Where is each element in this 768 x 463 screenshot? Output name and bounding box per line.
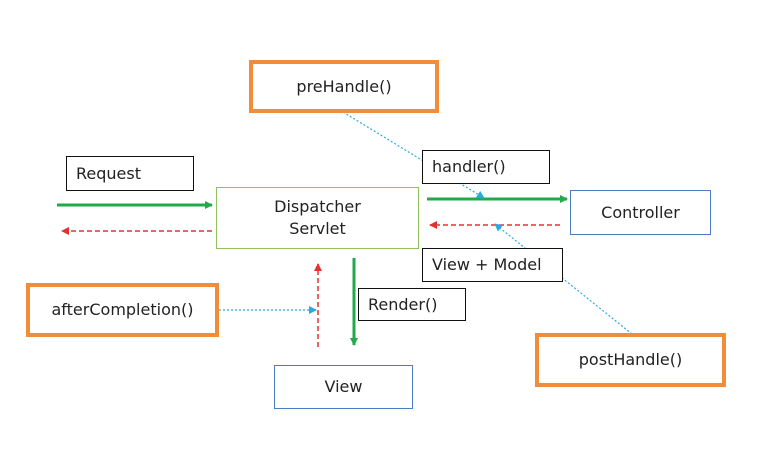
posthandle-box: postHandle() bbox=[535, 333, 726, 387]
aftercompletion-box: afterCompletion() bbox=[26, 283, 219, 337]
view-model-label-box: View + Model bbox=[422, 248, 563, 282]
render-label: Render() bbox=[368, 294, 438, 314]
prehandle-box: preHandle() bbox=[249, 60, 439, 113]
request-label: Request bbox=[76, 163, 141, 183]
aftercompletion-label: afterCompletion() bbox=[51, 300, 194, 319]
dispatcher-label-line1: Dispatcher bbox=[274, 197, 361, 216]
prehandle-label: preHandle() bbox=[296, 76, 392, 96]
view-box: View bbox=[274, 365, 413, 409]
controller-box: Controller bbox=[570, 190, 711, 235]
posthandle-label: postHandle() bbox=[578, 350, 683, 369]
view-label: View bbox=[324, 377, 363, 396]
render-label-box: Render() bbox=[358, 288, 466, 321]
dispatcher-servlet-box: Dispatcher Servlet bbox=[216, 187, 419, 249]
view-model-label: View + Model bbox=[432, 255, 542, 274]
handler-label: handler() bbox=[432, 157, 506, 176]
handler-label-box: handler() bbox=[422, 150, 550, 184]
controller-label: Controller bbox=[601, 202, 680, 222]
dispatcher-label-line2: Servlet bbox=[289, 219, 346, 238]
posthandle-pointer bbox=[494, 223, 633, 335]
request-label-box: Request bbox=[66, 156, 194, 191]
